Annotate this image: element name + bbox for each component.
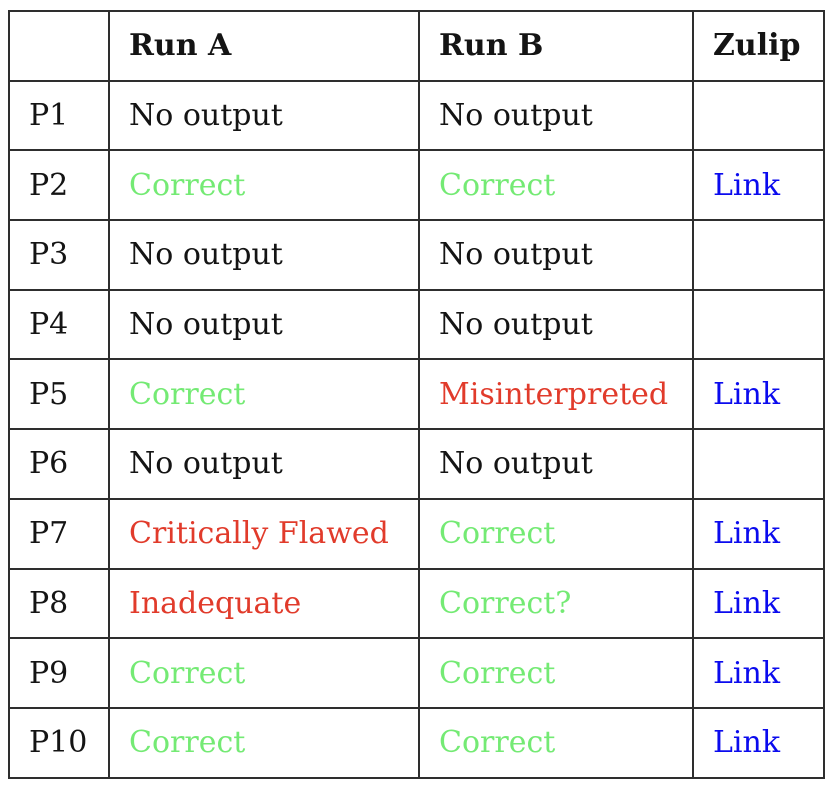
header-row: Run A Run B Zulip [8, 10, 825, 82]
run-b-status: Correct [418, 706, 694, 779]
run-a-status: Correct [108, 149, 420, 222]
zulip-link[interactable]: Link [713, 585, 781, 621]
row-label: P3 [8, 219, 110, 291]
row-label: P4 [8, 288, 110, 361]
run-b-status: Correct? [418, 567, 694, 640]
row-label: P6 [8, 428, 110, 500]
run-b-status: Misinterpreted [418, 358, 694, 431]
header-run-a: Run A [108, 10, 420, 82]
header-run-b: Run B [418, 10, 694, 82]
table-header: Run A Run B Zulip [8, 10, 825, 82]
row-label: P1 [8, 79, 110, 152]
zulip-cell: Link [692, 567, 825, 640]
zulip-cell [692, 428, 825, 500]
row-label: P9 [8, 637, 110, 709]
row-label: P7 [8, 497, 110, 570]
run-a-status: No output [108, 79, 420, 152]
run-b-status: No output [418, 428, 694, 500]
row-label: P10 [8, 706, 110, 779]
zulip-cell: Link [692, 149, 825, 222]
run-a-status: Correct [108, 358, 420, 431]
zulip-link[interactable]: Link [713, 376, 781, 412]
header-zulip: Zulip [692, 10, 825, 82]
zulip-link[interactable]: Link [713, 516, 781, 552]
run-a-status: No output [108, 219, 420, 291]
run-a-status: No output [108, 428, 420, 500]
run-a-status: Correct [108, 706, 420, 779]
row-label: P8 [8, 567, 110, 640]
zulip-link[interactable]: Link [713, 725, 781, 761]
row-label: P5 [8, 358, 110, 431]
zulip-link[interactable]: Link [713, 655, 781, 691]
run-b-status: No output [418, 288, 694, 361]
run-b-status: No output [418, 219, 694, 291]
run-a-status: Critically Flawed [108, 497, 420, 570]
zulip-cell: Link [692, 706, 825, 779]
run-a-status: No output [108, 288, 420, 361]
zulip-cell: Link [692, 358, 825, 431]
row-label: P2 [8, 149, 110, 222]
header-empty [8, 10, 110, 82]
zulip-cell [692, 79, 825, 152]
zulip-cell: Link [692, 637, 825, 709]
zulip-cell [692, 219, 825, 291]
zulip-cell: Link [692, 497, 825, 570]
run-a-status: Inadequate [108, 567, 420, 640]
run-a-status: Correct [108, 637, 420, 709]
run-b-status: Correct [418, 149, 694, 222]
run-b-status: Correct [418, 497, 694, 570]
zulip-link[interactable]: Link [713, 167, 781, 203]
run-b-status: No output [418, 79, 694, 152]
zulip-cell [692, 288, 825, 361]
run-b-status: Correct [418, 637, 694, 709]
